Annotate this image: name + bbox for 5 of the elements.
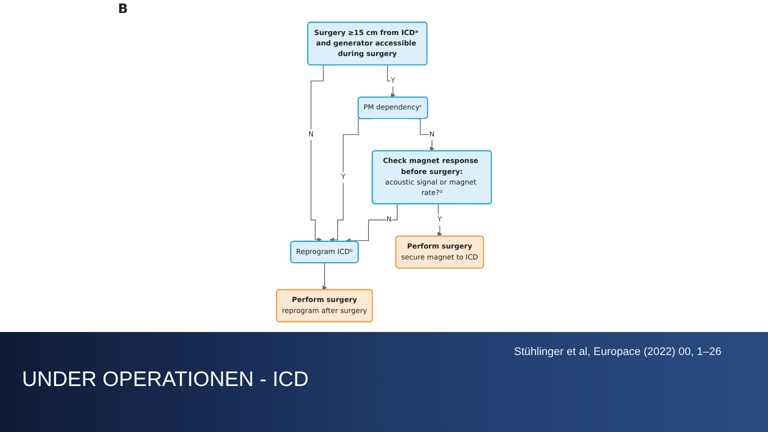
citation: Stühlinger et al, Europace (2022) 00, 1–26 bbox=[514, 346, 722, 358]
panel-letter: B bbox=[118, 2, 128, 17]
slide-title: UNDER OPERATIONEN - ICD bbox=[22, 368, 309, 392]
arrow bbox=[322, 262, 328, 290]
arrow bbox=[436, 204, 442, 237]
